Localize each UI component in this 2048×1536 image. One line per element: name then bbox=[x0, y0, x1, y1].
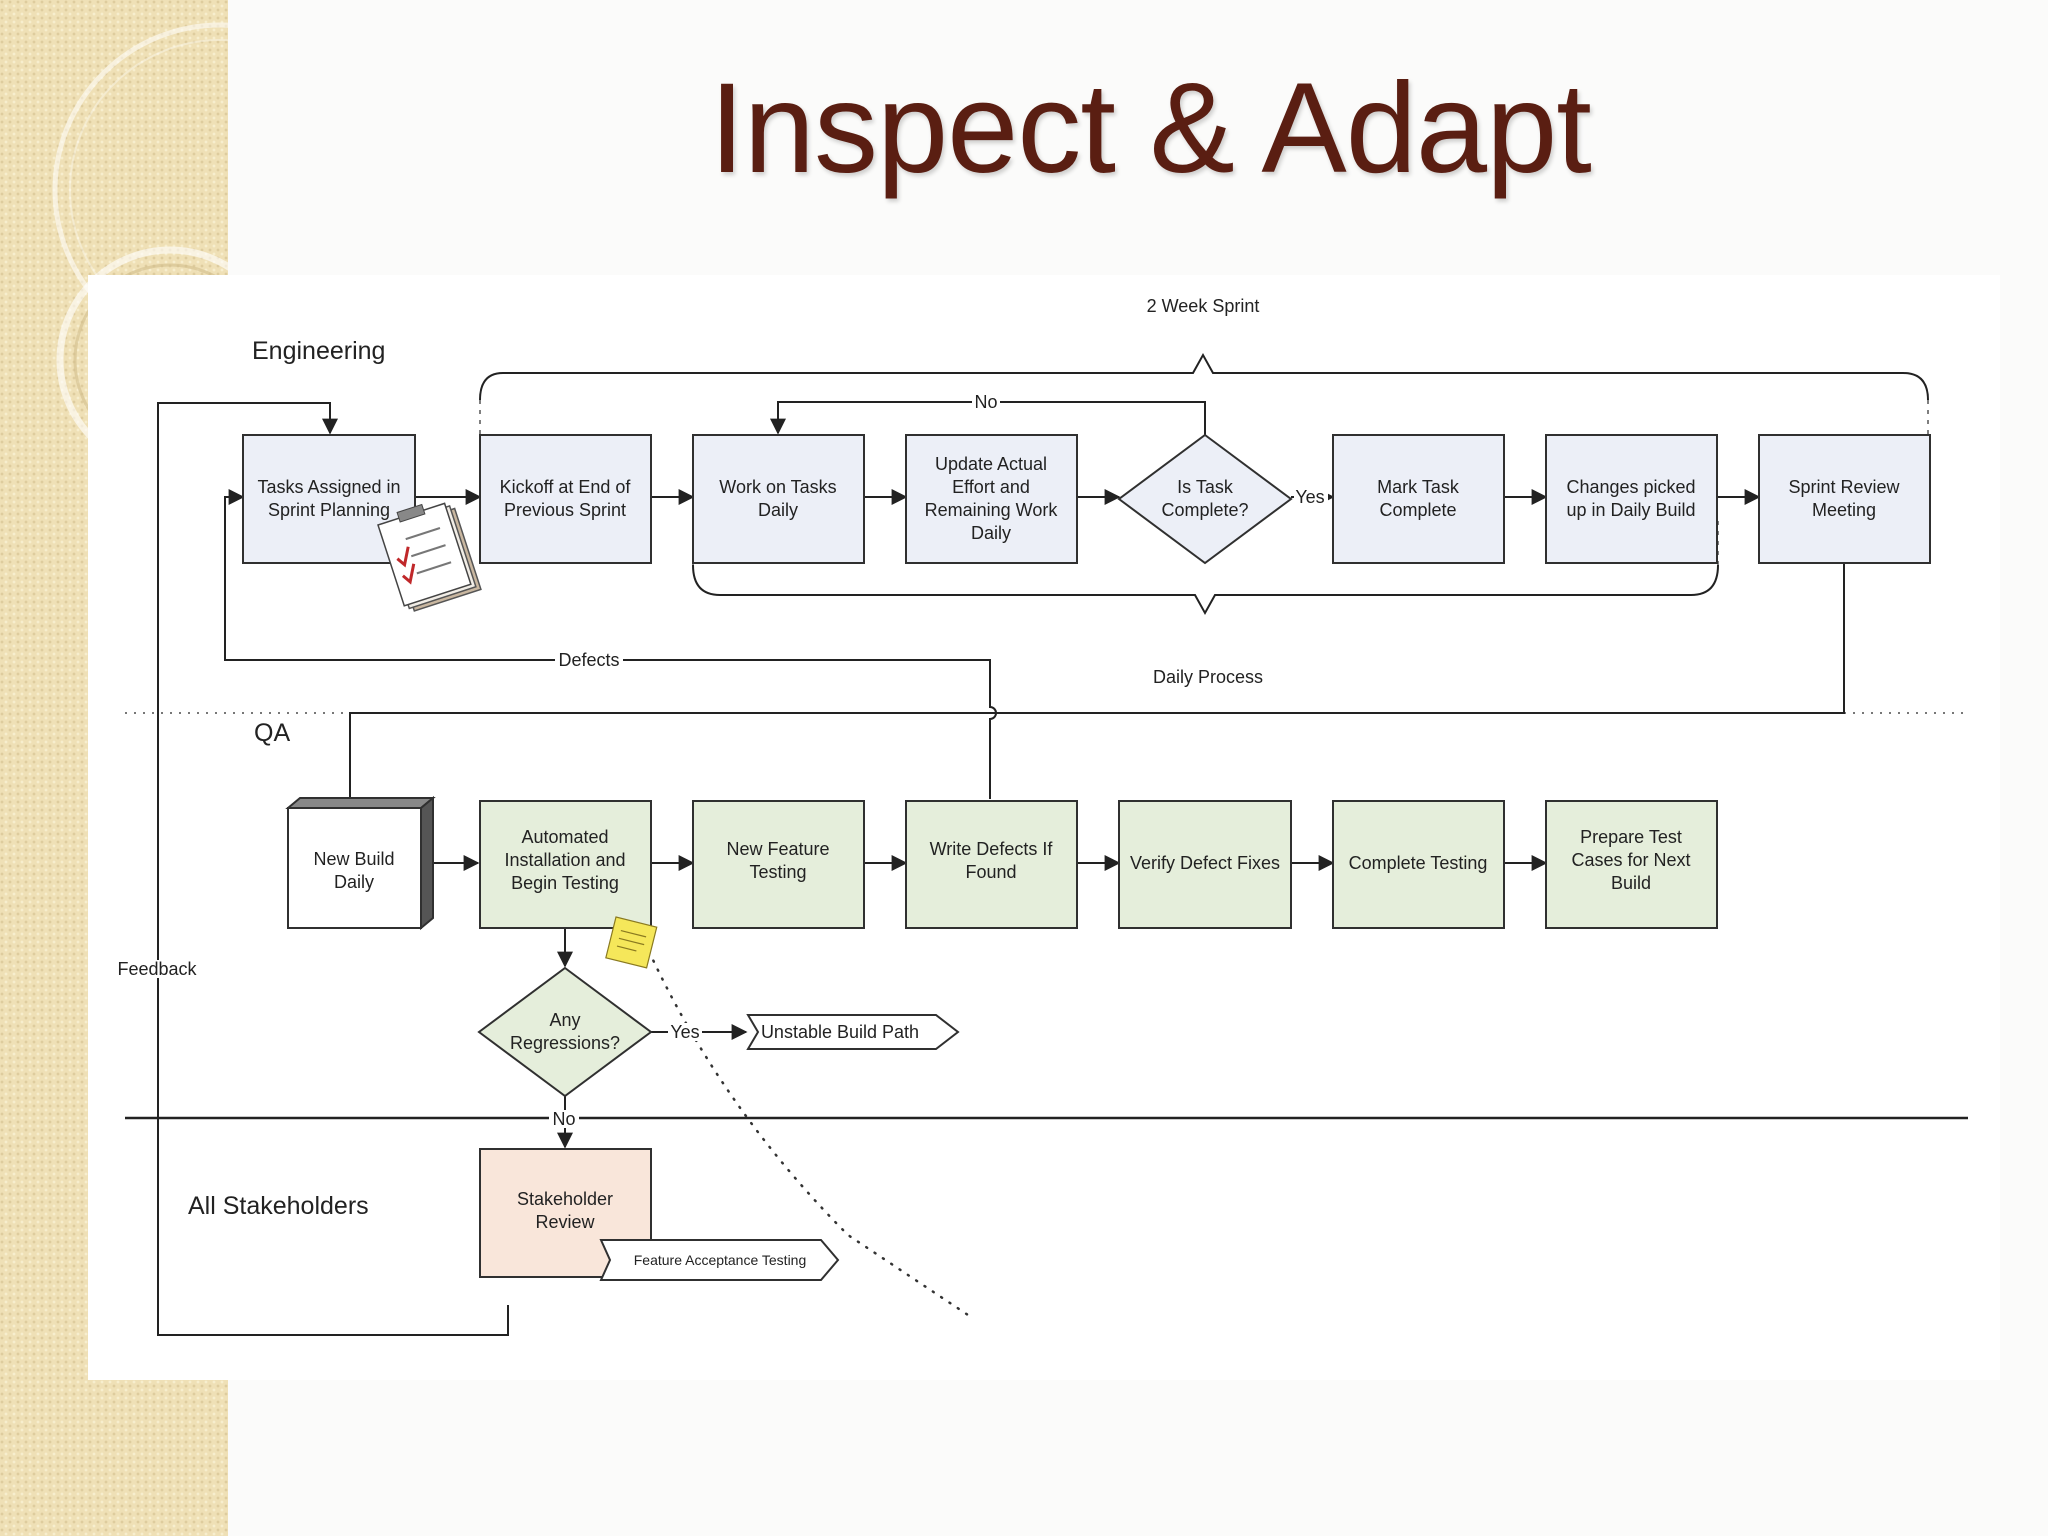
node-verify-fixes bbox=[1118, 800, 1292, 929]
feedback-label-bg bbox=[114, 960, 200, 978]
node-new-feature-testing bbox=[692, 800, 865, 929]
feature-acceptance-testing-label: Feature Acceptance Testing bbox=[634, 1252, 807, 1268]
no-regression-label-bg bbox=[549, 1110, 579, 1128]
defects-label-bg bbox=[555, 651, 623, 669]
feature-acceptance-testing bbox=[599, 1239, 840, 1281]
connector-review-to-new-build bbox=[342, 563, 1845, 820]
node-sprint-review bbox=[1758, 434, 1931, 564]
edge-label-no: No bbox=[974, 392, 997, 412]
node-complete-testing-label: Complete Testing bbox=[1349, 853, 1488, 873]
connector-defects-loop bbox=[224, 489, 997, 799]
diagram-panel: Engineering QA All Stakeholders 2 Week S… bbox=[88, 275, 2000, 1380]
node-prepare-cases bbox=[1545, 800, 1718, 929]
feedback-connector bbox=[157, 402, 509, 1336]
node-write-defects bbox=[905, 800, 1078, 929]
unstable-build-path-label: Unstable Build Path bbox=[761, 1022, 919, 1042]
lane-label-engineering: Engineering bbox=[252, 337, 385, 365]
sprint-brace bbox=[479, 352, 1929, 401]
node-kickoff bbox=[479, 434, 652, 564]
node-update-effort bbox=[905, 434, 1078, 564]
node-work-on-tasks bbox=[692, 434, 865, 564]
edge-label-defects: Defects bbox=[558, 650, 619, 670]
feature-acceptance-dotted-path bbox=[631, 913, 970, 1317]
clipboard-icon bbox=[377, 502, 482, 612]
yes-label-bg bbox=[1294, 488, 1328, 506]
daily-brace bbox=[692, 564, 1719, 616]
edge-label-yes: Yes bbox=[1295, 487, 1324, 507]
unstable-build-path bbox=[746, 1014, 960, 1050]
node-changes-picked bbox=[1545, 434, 1718, 564]
node-complete-testing bbox=[1332, 800, 1505, 929]
edge-label-feedback: Feedback bbox=[117, 959, 197, 979]
slide-title: Inspect & Adapt bbox=[709, 57, 1592, 200]
process-flow-diagram: Engineering QA All Stakeholders 2 Week S… bbox=[114, 296, 1968, 1336]
sticky-note-icon bbox=[605, 916, 658, 969]
decision-is-task-complete bbox=[1117, 433, 1293, 565]
node-automated-install bbox=[479, 800, 652, 929]
daily-brace-label: Daily Process bbox=[1153, 667, 1263, 687]
node-mark-complete bbox=[1332, 434, 1505, 564]
node-verify-fixes-label: Verify Defect Fixes bbox=[1130, 853, 1280, 873]
lane-label-qa: QA bbox=[254, 719, 290, 747]
node-new-build-3d bbox=[285, 795, 436, 931]
decision-any-regressions bbox=[477, 966, 653, 1098]
edge-label-yes-regression: Yes bbox=[670, 1022, 699, 1042]
edge-label-no-regression: No bbox=[552, 1109, 575, 1129]
yes-regression-label-bg bbox=[668, 1023, 702, 1041]
no-label-bg bbox=[972, 393, 1000, 411]
sprint-brace-label: 2 Week Sprint bbox=[1147, 296, 1260, 316]
lane-label-stakeholders: All Stakeholders bbox=[188, 1192, 369, 1220]
